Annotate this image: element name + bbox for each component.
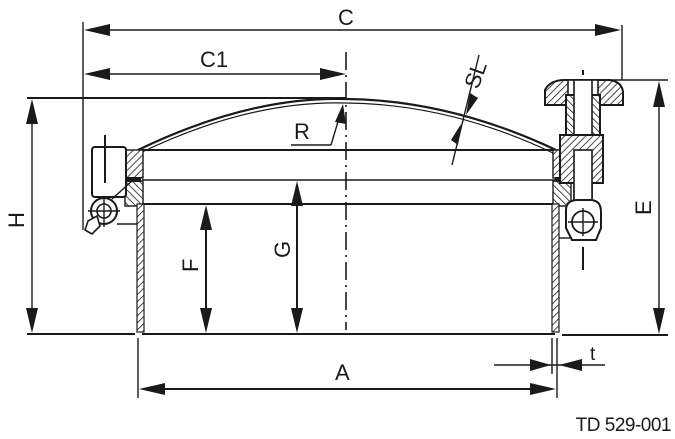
- label-f: F: [178, 259, 203, 272]
- dimension-h: H: [4, 99, 38, 333]
- drawing-reference: TD 529-001: [575, 415, 672, 436]
- dimension-c1: C1: [84, 47, 346, 80]
- dimension-g: G: [270, 181, 303, 333]
- label-g: G: [270, 241, 295, 258]
- left-flange: [124, 149, 145, 333]
- clamp-knob: [544, 70, 624, 270]
- label-r: R: [294, 119, 310, 144]
- label-e: E: [631, 200, 656, 215]
- domed-lid: [137, 97, 557, 154]
- dimension-e: E: [631, 81, 665, 334]
- label-c1: C1: [200, 47, 228, 72]
- dimension-sl: SL: [451, 54, 492, 166]
- dimension-c: C: [82, 5, 623, 230]
- label-h: H: [4, 212, 29, 228]
- label-a: A: [335, 360, 350, 385]
- hinge: [84, 135, 137, 235]
- dimension-r: R: [291, 104, 346, 146]
- dimension-f: F: [178, 205, 212, 333]
- label-sl: SL: [459, 58, 492, 92]
- dimension-t: t: [494, 338, 605, 374]
- label-t: t: [590, 344, 596, 365]
- label-c: C: [338, 5, 354, 30]
- dimension-a: A: [137, 338, 558, 398]
